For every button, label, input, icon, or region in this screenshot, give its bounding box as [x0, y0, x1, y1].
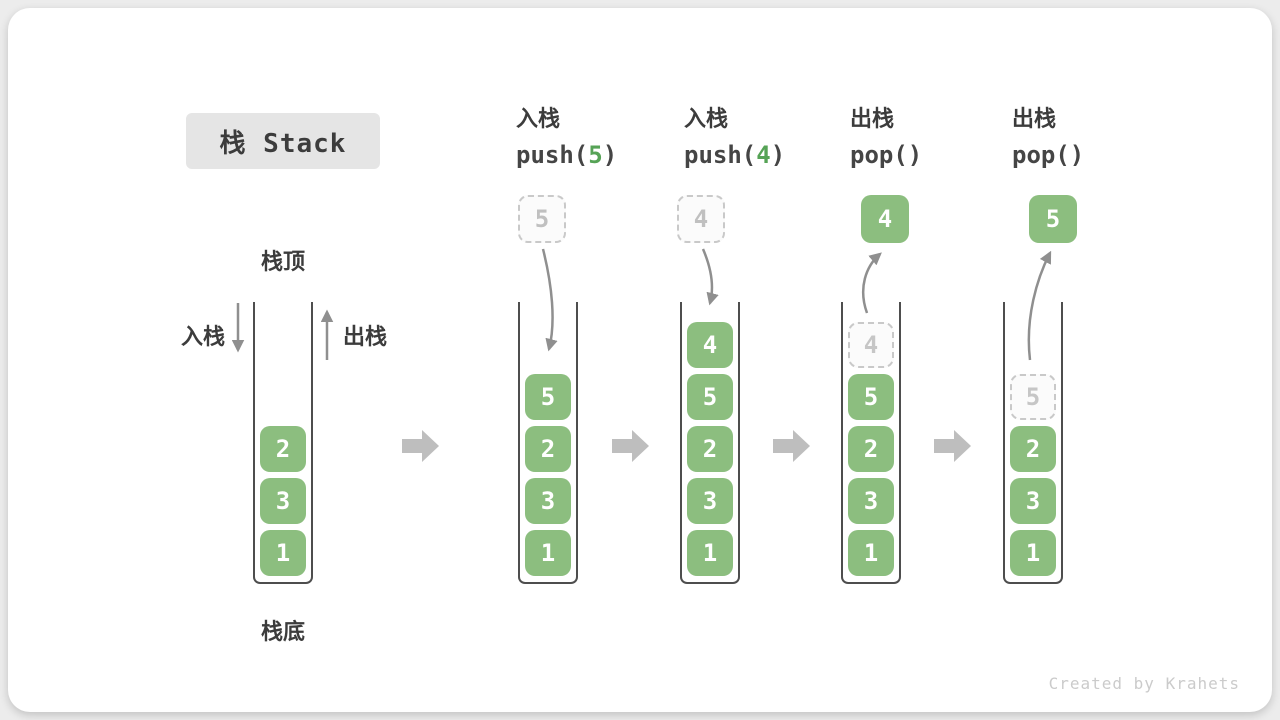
watermark: Created by Krahets: [1048, 674, 1240, 693]
op-fn: push(: [684, 141, 757, 169]
op-close: ): [770, 141, 786, 169]
op-name: 入栈: [684, 107, 729, 132]
stack-cell: 1: [687, 530, 733, 576]
op-name: 出栈: [850, 107, 895, 132]
push-side-label: 入栈: [181, 325, 226, 350]
stack-container-5: 5 2 3 1: [1003, 302, 1063, 584]
incoming-value-box: 5: [518, 195, 566, 243]
stack-top-label: 栈顶: [260, 250, 305, 275]
stack-container-1: 2 3 1: [253, 302, 313, 584]
stack-bottom-label: 栈底: [260, 620, 305, 645]
op-close: ): [907, 141, 923, 169]
stack-container-3: 4 5 2 3 1: [680, 302, 740, 584]
stack-cell: 1: [848, 530, 894, 576]
stack-cell: 3: [260, 478, 306, 524]
op-close: ): [602, 141, 618, 169]
stack-cell: 2: [525, 426, 571, 472]
stack-cell: 5: [687, 374, 733, 420]
stack-cell: 2: [848, 426, 894, 472]
ghost-cell: 5: [1010, 374, 1056, 420]
op-close: ): [1069, 141, 1085, 169]
op-label-push-4: 入栈 push(4): [684, 107, 785, 169]
stack-cell: 5: [848, 374, 894, 420]
op-arg: 5: [588, 141, 603, 169]
stack-cell: 2: [687, 426, 733, 472]
op-fn: pop(: [850, 141, 908, 169]
stack-cell: 3: [1010, 478, 1056, 524]
stack-cell: 1: [525, 530, 571, 576]
stack-cell: 1: [1010, 530, 1056, 576]
popped-value-box: 4: [861, 195, 909, 243]
stack-cell: 3: [848, 478, 894, 524]
op-label-pop-1: 出栈 pop(): [850, 107, 922, 169]
pop-side-label: 出栈: [343, 325, 388, 350]
stack-container-2: 5 2 3 1: [518, 302, 578, 584]
op-code: pop(): [850, 141, 922, 169]
stack-cell: 2: [260, 426, 306, 472]
op-fn: pop(: [1012, 141, 1070, 169]
stack-cell: 1: [260, 530, 306, 576]
stack-cell: 3: [525, 478, 571, 524]
op-name: 出栈: [1012, 107, 1057, 132]
op-arg: 4: [756, 141, 771, 169]
op-code: push(5): [516, 141, 617, 169]
stack-cell: 5: [525, 374, 571, 420]
op-code: push(4): [684, 141, 785, 169]
op-label-pop-2: 出栈 pop(): [1012, 107, 1084, 169]
op-label-push-5: 入栈 push(5): [516, 107, 617, 169]
stack-cell: 3: [687, 478, 733, 524]
stack-container-4: 4 5 2 3 1: [841, 302, 901, 584]
page-title: 栈 Stack: [186, 113, 380, 169]
stack-cell: 4: [687, 322, 733, 368]
op-code: pop(): [1012, 141, 1084, 169]
ghost-cell: 4: [848, 322, 894, 368]
op-fn: push(: [516, 141, 589, 169]
op-name: 入栈: [516, 107, 561, 132]
popped-value-box: 5: [1029, 195, 1077, 243]
incoming-value-box: 4: [677, 195, 725, 243]
stack-cell: 2: [1010, 426, 1056, 472]
